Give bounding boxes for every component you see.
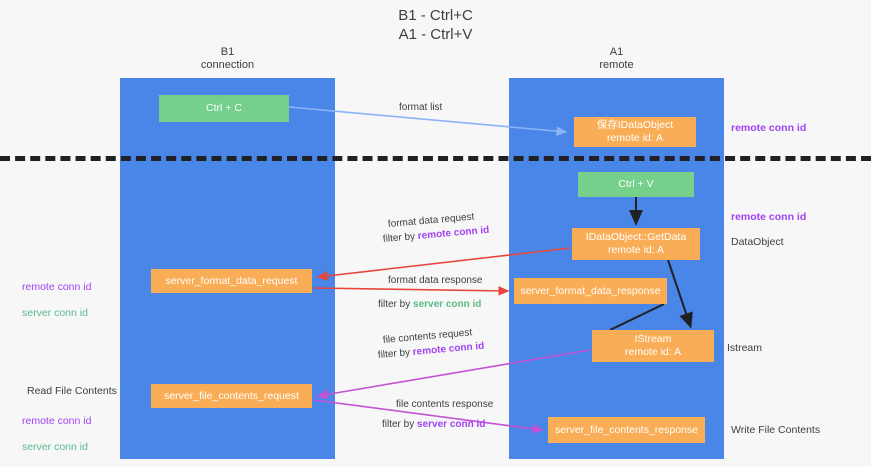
filter-value: server conn id: [417, 419, 486, 430]
node-server-format-data-request[interactable]: server_format_data_request: [151, 269, 312, 293]
node-save-idataobject[interactable]: 保存IDataObject remote id: A: [574, 117, 696, 147]
note-remote-conn-id-top: remote conn id: [731, 122, 807, 134]
note-left-remote-conn-id-2: remote conn id: [22, 415, 92, 427]
node-server-format-data-response[interactable]: server_format_data_response: [514, 278, 667, 304]
edge-label-file-contents-response-filter: filter by server conn id: [382, 418, 485, 432]
note-left-conn-ids-top: remote conn id server conn id: [22, 268, 91, 333]
note-read-file-contents: Read File Contents: [27, 385, 117, 397]
filter-value: server conn id: [413, 299, 482, 310]
edge-label-format-list: format list: [399, 102, 443, 113]
filter-prefix: filter by: [377, 346, 414, 361]
node-istream[interactable]: IStream remote id: A: [592, 330, 714, 362]
lane-header-b1: B1 connection: [200, 46, 255, 71]
note-write-file-contents: Write File Contents: [731, 424, 821, 436]
filter-prefix: filter by: [378, 299, 414, 310]
node-ctrl-c[interactable]: Ctrl + C: [159, 95, 289, 122]
note-istream: Istream: [727, 342, 763, 354]
phase-divider: [0, 156, 871, 161]
node-server-file-contents-request[interactable]: server_file_contents_request: [151, 384, 312, 408]
note-left-conn-ids-bottom: remote conn id server conn id: [22, 402, 91, 467]
edge-label-file-contents-response: file contents response: [396, 399, 494, 410]
note-left-remote-conn-id: remote conn id: [22, 281, 92, 293]
edge-format-data-response: [313, 286, 510, 296]
node-ctrl-v[interactable]: Ctrl + V: [578, 172, 694, 197]
filter-prefix: filter by: [382, 230, 419, 245]
edge-label-format-data-response-filter: filter by server conn id: [378, 298, 481, 312]
lane-header-a1: A1 remote: [599, 46, 634, 71]
page-title: B1 - Ctrl+C A1 - Ctrl+V: [398, 7, 473, 43]
edge-label-format-data-response: format data response: [388, 275, 483, 286]
note-left-server-conn-id: server conn id: [22, 307, 88, 319]
note-dataobject: DataObject: [731, 236, 784, 248]
note-remote-conn-id-mid: remote conn id: [731, 211, 807, 223]
node-idataobject-getdata[interactable]: IDataObject::GetData remote id: A: [572, 228, 700, 260]
node-server-file-contents-response[interactable]: server_file_contents_response: [548, 417, 705, 443]
note-left-server-conn-id-2: server conn id: [22, 441, 88, 453]
filter-prefix: filter by: [382, 419, 418, 430]
